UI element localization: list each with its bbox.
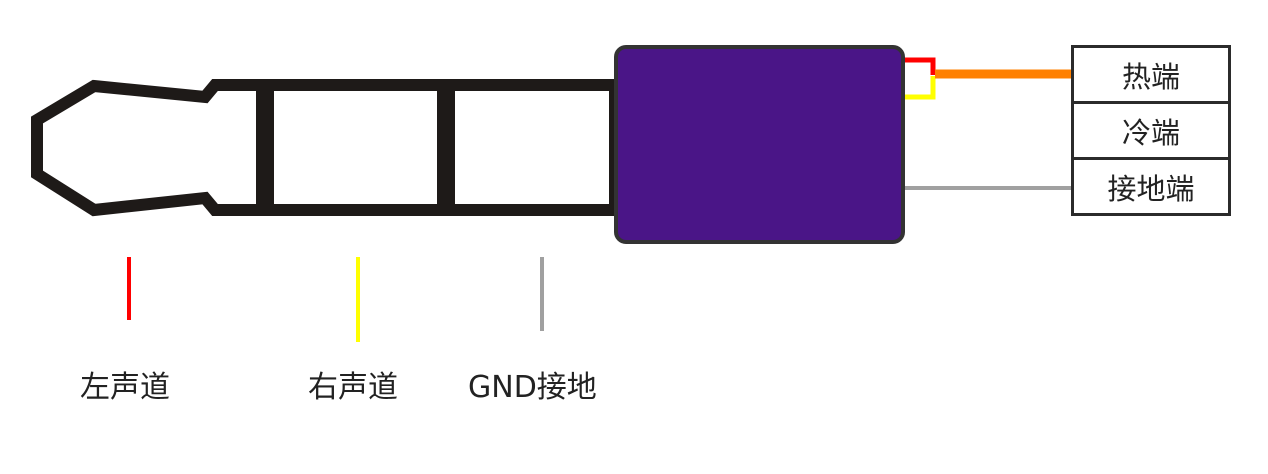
right-channel-wire [903,76,936,100]
left-channel-label: 左声道 [80,370,170,405]
plug-body [614,45,905,244]
terminal-ground-label: 接地端 [1107,171,1195,206]
separator-tip-ring [256,85,274,210]
separator-ring-sleeve [437,85,455,210]
terminal-ground: 接地端 [1071,157,1231,216]
left-channel-wire [903,57,936,75]
terminal-cold-label: 冷端 [1121,115,1180,150]
terminal-hot-label: 热端 [1121,59,1180,94]
gnd-label: GND接地 [468,370,597,405]
right-channel-label: 右声道 [308,370,398,405]
terminal-hot: 热端 [1071,45,1231,104]
plug-tip [31,79,621,217]
terminal-cold: 冷端 [1071,101,1231,160]
